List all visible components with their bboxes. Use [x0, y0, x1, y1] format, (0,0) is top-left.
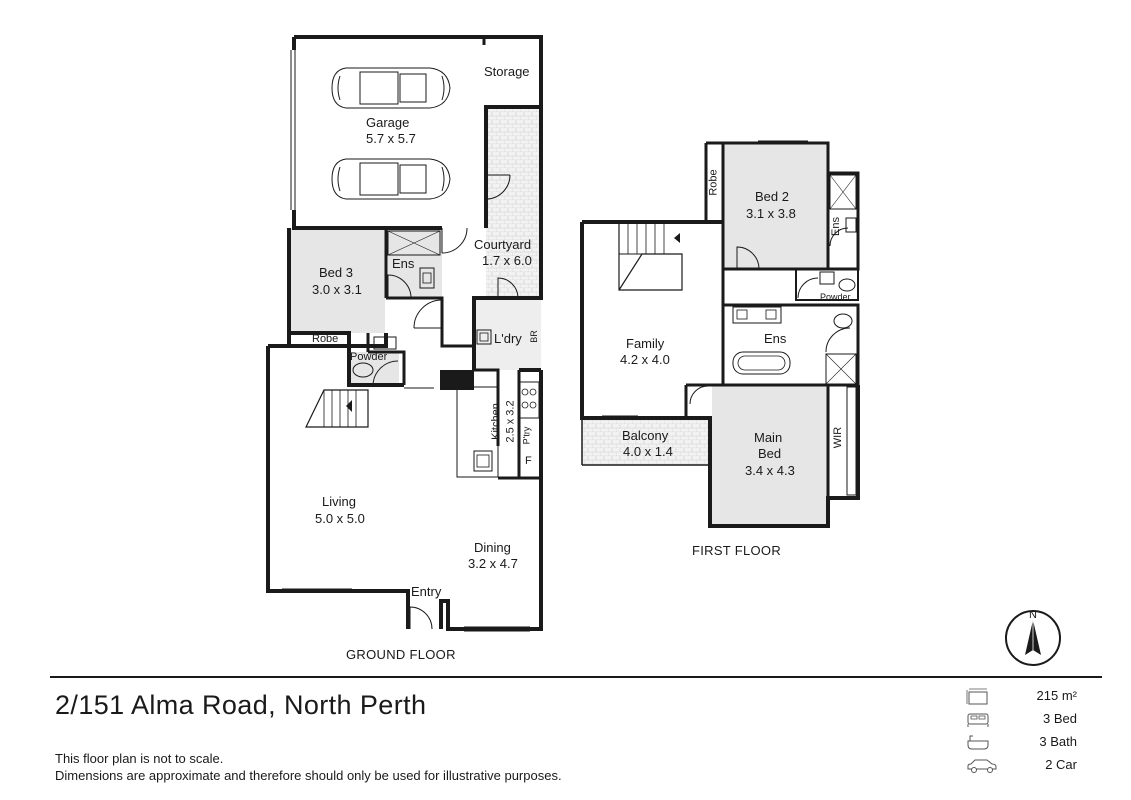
courtyard-dims: 1.7 x 6.0 — [482, 253, 532, 268]
car-icon-1 — [331, 67, 451, 109]
ensuite2-label: Ens — [829, 217, 842, 236]
kitchen-label: Kitchen — [489, 403, 502, 440]
pantry-label: P'try — [521, 426, 532, 445]
stat-area-value: 215 m² — [1036, 688, 1077, 703]
robe2-label: Robe — [707, 169, 720, 196]
disclaimer-line-2: Dimensions are approximate and therefore… — [55, 768, 562, 783]
living-label: Living — [322, 494, 356, 509]
bed-icon — [967, 713, 989, 727]
stat-cars: 2 Car — [965, 755, 1077, 778]
dining-dims: 3.2 x 4.7 — [468, 556, 518, 571]
storage-label: Storage — [484, 64, 530, 79]
stat-baths-value: 3 Bath — [1039, 734, 1077, 749]
laundry-floor — [474, 300, 541, 370]
main-bed-label: Main — [754, 430, 783, 445]
main-bed-floor — [712, 385, 828, 526]
balcony-dims: 4.0 x 1.4 — [623, 444, 673, 459]
robe-label: Robe — [312, 333, 339, 345]
first-floor-title: FIRST FLOOR — [692, 543, 782, 558]
stat-beds-value: 3 Bed — [1043, 711, 1077, 726]
bath-icon — [967, 735, 989, 750]
powder2-label: Powder — [820, 292, 851, 302]
ensuite-floor — [386, 229, 442, 298]
stat-cars-value: 2 Car — [1045, 757, 1077, 772]
compass-north-arrow-icon — [1005, 610, 1061, 666]
entry-label: Entry — [411, 584, 442, 599]
family-label: Family — [626, 336, 665, 351]
kitchen-dims: 2.5 x 3.2 — [504, 400, 517, 443]
garage-dims: 5.7 x 5.7 — [366, 131, 416, 146]
ensuite-label: Ens — [392, 256, 415, 271]
balcony-floor — [582, 418, 710, 465]
family-dims: 4.2 x 4.0 — [620, 352, 670, 367]
living-dims: 5.0 x 5.0 — [315, 511, 365, 526]
property-address: 2/151 Alma Road, North Perth — [55, 690, 427, 720]
ground-floor-plan — [266, 35, 543, 632]
balcony-label: Balcony — [622, 428, 669, 443]
courtyard-paving — [486, 107, 541, 298]
footer-divider — [50, 676, 1102, 678]
living-walls — [266, 344, 543, 631]
stat-beds: 3 Bed — [965, 709, 1077, 732]
fridge-label: F — [525, 455, 532, 467]
compass-north-label: N — [1029, 609, 1037, 621]
floor-area-icon — [966, 688, 988, 705]
first-floor-plan — [580, 140, 860, 528]
powder-label: Powder — [350, 351, 388, 363]
linen-label: BR — [528, 330, 539, 343]
family-walls — [580, 220, 860, 528]
bed3-dims: 3.0 x 3.1 — [312, 282, 362, 297]
stat-area: 215 m² — [965, 686, 1077, 709]
main-bed-dims: 3.4 x 4.3 — [745, 463, 795, 478]
bed2-floor — [723, 143, 827, 269]
main-ensuite-label: Ens — [764, 331, 787, 346]
car-icon — [967, 759, 997, 773]
laundry-label: L'dry — [494, 331, 522, 346]
main-bed-label-2: Bed — [758, 446, 782, 461]
wir-label: WIR — [832, 426, 845, 449]
bed2-label: Bed 2 — [755, 189, 789, 204]
bed3-label: Bed 3 — [319, 265, 353, 280]
property-stats: 215 m² 3 Bed 3 Bath 2 Car — [965, 686, 1077, 778]
bed3-walls — [287, 228, 404, 387]
disclaimer-line-1: This floor plan is not to scale. — [55, 751, 224, 766]
ground-floor-title: GROUND FLOOR — [346, 647, 456, 662]
car-icon-2 — [331, 158, 451, 200]
courtyard-label: Courtyard — [474, 237, 532, 252]
garage-label: Garage — [366, 115, 410, 130]
disclaimer: This floor plan is not to scale. Dimensi… — [55, 750, 562, 784]
bed3-floor — [289, 228, 385, 333]
dining-label: Dining — [474, 540, 511, 555]
bed2-dims: 3.1 x 3.8 — [746, 206, 796, 221]
stat-baths: 3 Bath — [965, 732, 1077, 755]
